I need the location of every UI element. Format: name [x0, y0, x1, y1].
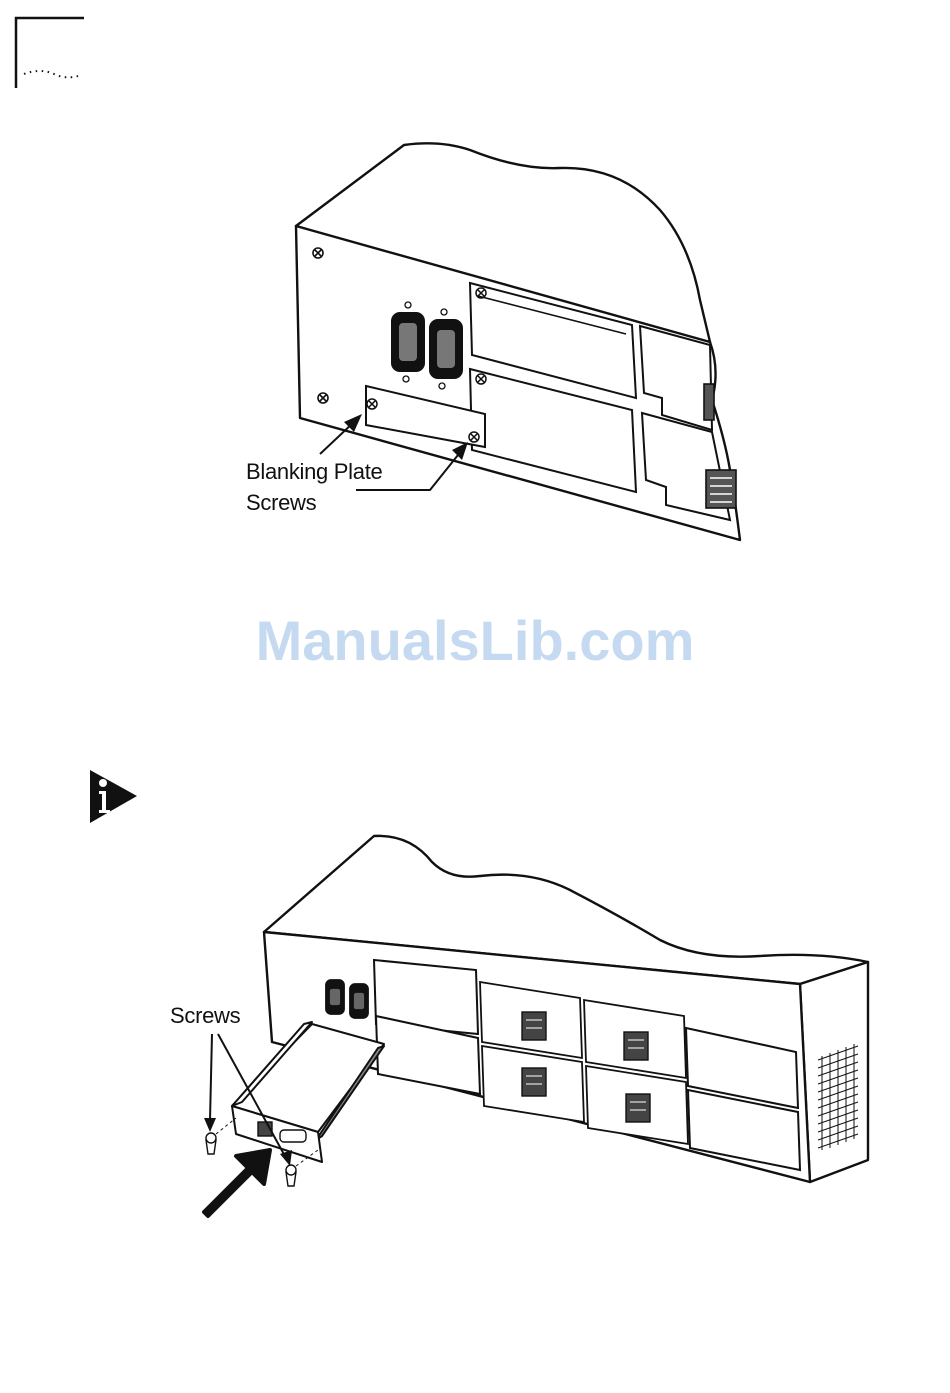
- insertion-arrow-shape: [204, 1150, 270, 1216]
- screws-label: Screws: [170, 1000, 240, 1031]
